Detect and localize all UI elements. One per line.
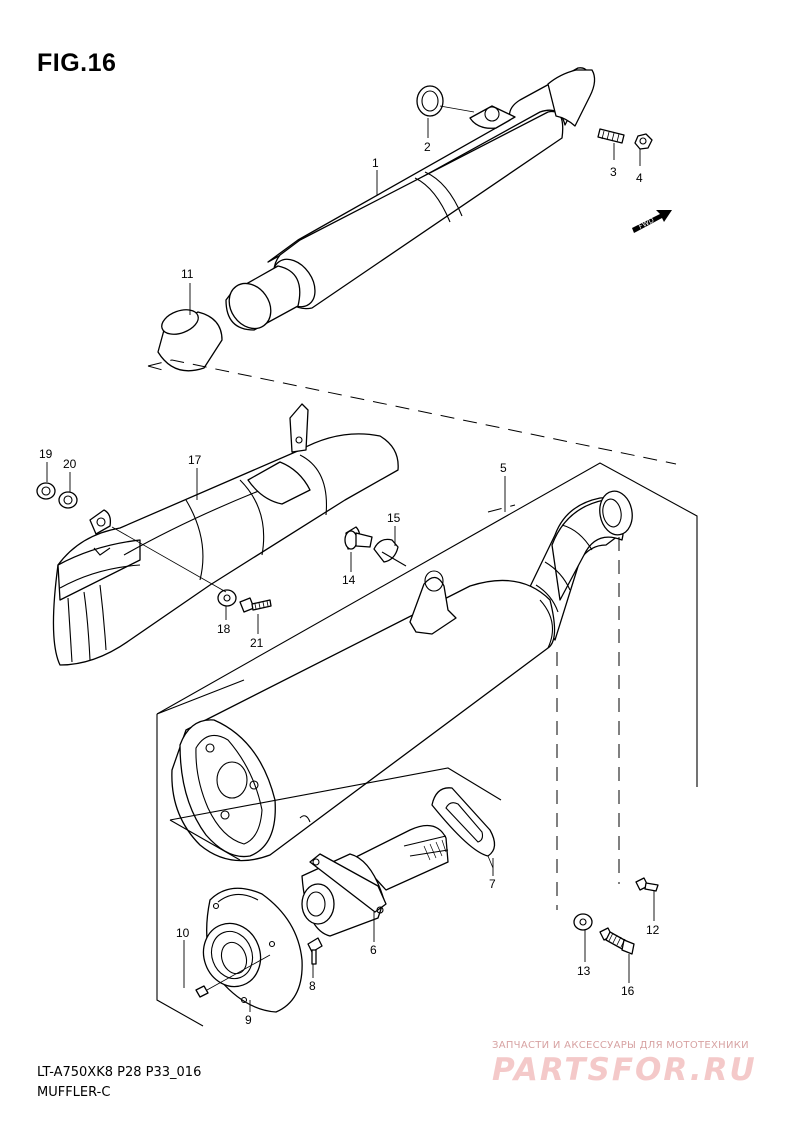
- callout-17: 17: [188, 453, 202, 467]
- washer-part-13: [573, 913, 593, 931]
- watermark-brand: PARTSFOR.RU: [492, 1052, 757, 1088]
- muffler-body-part-1: [225, 67, 596, 331]
- end-cap-part-9: [202, 887, 303, 1013]
- callout-6: 6: [370, 943, 377, 957]
- sleeve-part-11: [157, 309, 223, 372]
- callout-20: 20: [63, 457, 77, 471]
- bolt-part-21: [239, 597, 272, 613]
- fwd-label: FWD: [637, 216, 655, 231]
- figure-title: FIG.16: [37, 49, 117, 77]
- section-name: MUFFLER-C: [37, 1085, 111, 1100]
- bolt-part-12: [635, 877, 659, 892]
- callout-19: 19: [39, 447, 53, 461]
- callout-15: 15: [387, 511, 401, 525]
- forward-direction-indicator: FWD: [632, 210, 672, 233]
- grommet-part-19: [36, 482, 56, 500]
- screw-part-10: [195, 954, 271, 998]
- callout-4: 4: [636, 171, 643, 185]
- mount-rubber-part-15: [373, 538, 407, 567]
- callout-16: 16: [621, 984, 635, 998]
- callout-9: 9: [245, 1013, 252, 1027]
- collar-part-20: [58, 491, 78, 509]
- callout-8: 8: [309, 979, 316, 993]
- gasket-part-7: [431, 787, 496, 869]
- callout-2: 2: [424, 140, 431, 154]
- callout-11: 11: [181, 267, 194, 281]
- callout-10: 10: [176, 926, 190, 940]
- muffler-assembly-part-5: [171, 490, 633, 862]
- watermark-tagline: ЗАПЧАСТИ И АКСЕССУАРЫ ДЛЯ МОТОТЕХНИКИ: [492, 1040, 749, 1051]
- bolt-part-16: [599, 927, 635, 955]
- nut-part-4: [634, 133, 653, 150]
- callout-21: 21: [250, 636, 264, 650]
- callout-7: 7: [489, 877, 496, 891]
- callout-1: 1: [372, 156, 379, 170]
- callout-leaders: [46, 118, 655, 1012]
- callout-5: 5: [500, 461, 507, 475]
- callout-18: 18: [217, 622, 231, 636]
- screw-part-8: [307, 937, 323, 965]
- callout-labels: 1 2 3 4 5 6 7 8 9 10 11 12 13 14 15 16 1…: [39, 140, 660, 1027]
- model-code: LT-A750XK8 P28 P33_016: [37, 1065, 202, 1080]
- spark-arrestor-part-6: [301, 824, 449, 937]
- bushing-part-14: [344, 526, 373, 550]
- callout-12: 12: [646, 923, 660, 937]
- gasket-part-2: [416, 85, 475, 117]
- stud-part-3: [597, 128, 625, 144]
- callout-14: 14: [342, 573, 356, 587]
- heat-shield-part-17: [52, 403, 399, 666]
- callout-3: 3: [610, 165, 617, 179]
- washer-part-18: [217, 589, 237, 607]
- callout-13: 13: [577, 964, 591, 978]
